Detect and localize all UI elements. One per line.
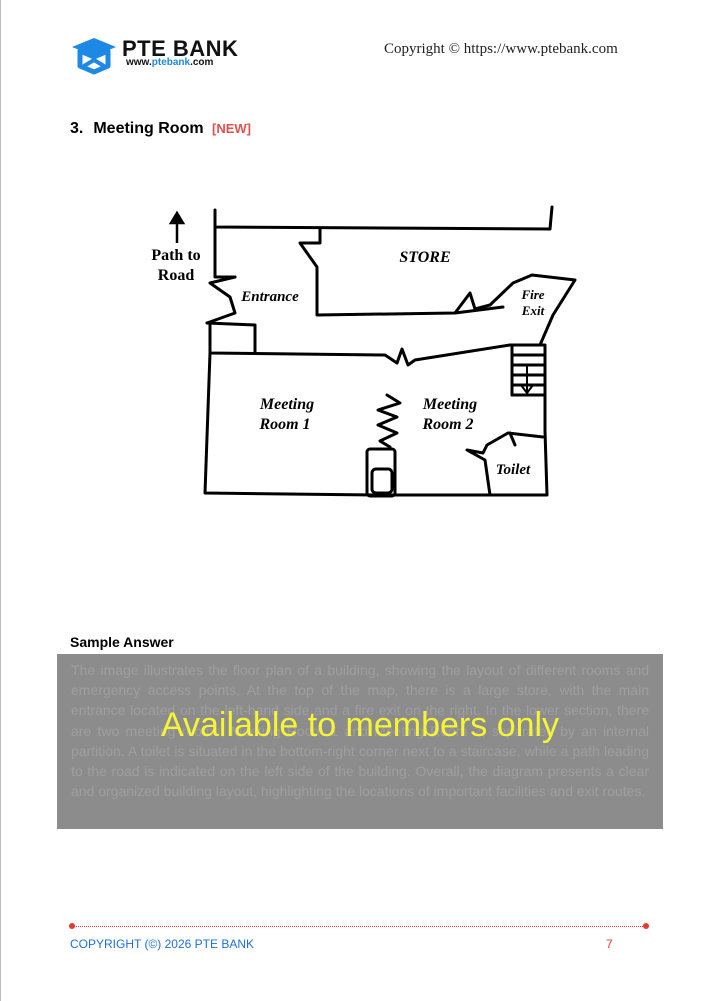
footer-line-dot-right xyxy=(643,923,649,929)
cabinet-drawer xyxy=(370,467,394,495)
meeting-room-1-label-line2: Room 1 xyxy=(258,416,310,433)
wall xyxy=(213,225,237,279)
sample-answer-text: The image illustrates the floor plan of … xyxy=(71,662,649,800)
section-title: Meeting Room xyxy=(93,120,204,137)
floor-plan-diagram: Path to Road STORE Entrance Fire Exit Me… xyxy=(135,205,582,510)
entrance-door xyxy=(205,275,237,325)
wall xyxy=(453,305,505,315)
wall xyxy=(508,343,547,433)
sample-answer-label: Sample Answer xyxy=(70,634,174,650)
locked-answer-box[interactable]: The image illustrates the floor plan of … xyxy=(57,654,663,829)
staircase xyxy=(510,343,547,397)
fire-exit-label-line2: Exit xyxy=(521,303,545,318)
members-only-overlay: Available to members only xyxy=(160,706,560,744)
arrow-up-icon xyxy=(168,210,186,243)
page-edge xyxy=(0,0,1,1001)
fire-exit-door xyxy=(488,273,577,347)
page-number: 7 xyxy=(606,937,613,951)
meeting-room-2-label-line2: Room 2 xyxy=(421,416,473,433)
footer-copyright: COPYRIGHT (©) 2026 PTE BANK xyxy=(70,937,255,951)
wall xyxy=(213,205,554,231)
section-heading: 3. Meeting Room [NEW] xyxy=(70,120,251,138)
logo: PTE BANK www.ptebank.com xyxy=(70,36,245,76)
meeting-room-1-label-line1: Meeting xyxy=(259,396,314,413)
wall xyxy=(298,227,492,317)
footer-divider xyxy=(72,926,647,927)
wall xyxy=(208,321,512,367)
wall xyxy=(463,429,549,497)
fire-exit-label-line1: Fire xyxy=(520,287,544,302)
logo-url: www.ptebank.com xyxy=(126,57,214,68)
meeting-room-2-label-line1: Meeting xyxy=(422,396,477,413)
toilet-label: Toilet xyxy=(496,462,531,478)
graduation-cap-icon xyxy=(72,38,116,75)
path-label-line1: Path to xyxy=(151,247,200,264)
entrance-label: Entrance xyxy=(240,289,299,305)
wall xyxy=(203,351,377,497)
toilet-wall xyxy=(465,431,545,497)
wall xyxy=(205,321,257,355)
header-copyright: Copyright © https://www.ptebank.com xyxy=(384,41,618,57)
store-label: STORE xyxy=(399,249,450,266)
path-label-line2: Road xyxy=(158,267,195,284)
toilet-door xyxy=(508,431,517,447)
new-badge: [NEW] xyxy=(212,121,252,136)
section-number: 3. xyxy=(70,120,84,137)
logo-name: PTE BANK xyxy=(122,36,239,61)
cabinet xyxy=(365,447,397,498)
partition-zigzag xyxy=(376,393,402,449)
